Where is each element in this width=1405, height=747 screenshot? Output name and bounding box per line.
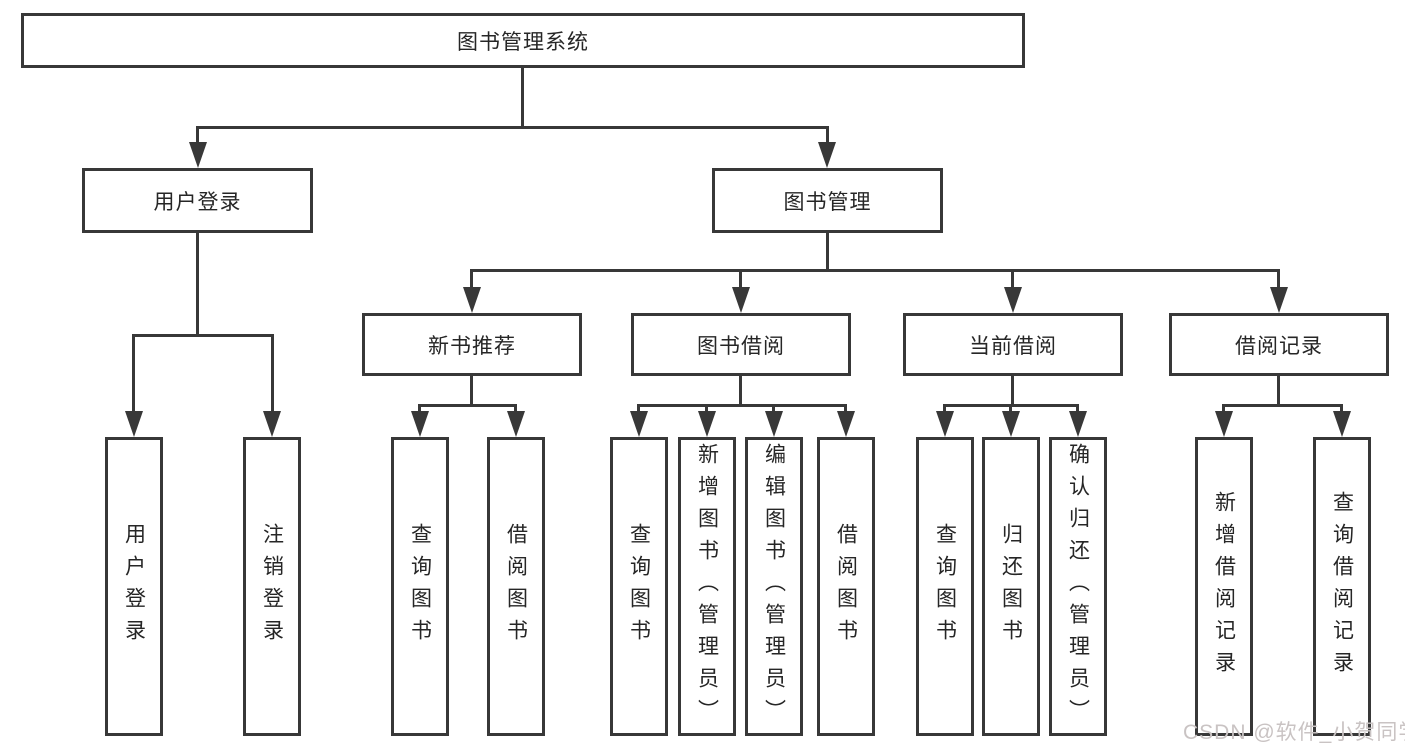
arrow-down-icon [818,142,836,168]
leaf-query-borrow-record-label: 查询借阅记录 [1330,490,1354,683]
arrow-down-icon [507,411,525,437]
node-book-management-label: 图书管理 [783,190,872,214]
arrow-down-icon [698,411,716,437]
arrow-down-icon [263,411,281,437]
connector-book-bus [470,269,1280,272]
leaf-query-borrow-record: 查询借阅记录 [1313,437,1371,736]
connector-drop-leaf [132,334,135,414]
connector-drop-leaf [705,404,708,416]
node-book-management: 图书管理 [712,168,943,233]
csdn-watermark: CSDN @软件_小贺同学 [1183,721,1405,744]
arrow-down-icon [630,411,648,437]
arrow-down-icon [1069,411,1087,437]
arrow-down-icon [411,411,429,437]
connector-g2-stem [470,375,473,406]
connector-drop-leaf [637,404,640,416]
leaf-user-login-label: 用户登录 [122,522,146,651]
node-current-borrow: 当前借阅 [903,313,1123,376]
connector-drop-leaf [943,404,946,416]
arrow-down-icon [837,411,855,437]
connector-root-bus [196,126,829,129]
connector-drop-leaf [844,404,847,416]
connector-drop-leaf [1076,404,1079,416]
connector-root-stem [521,68,524,129]
leaf-add-books-admin: 新增图书（管理员） [678,437,736,736]
leaf-edit-books-admin-label: 编辑图书（管理员） [762,442,786,731]
arrow-down-icon [1333,411,1351,437]
leaf-query-books-3-label: 查询图书 [933,522,957,651]
arrow-down-icon [1004,287,1022,313]
node-book-borrow: 图书借阅 [631,313,851,376]
node-user-login: 用户登录 [82,168,313,233]
leaf-confirm-return-admin: 确认归还（管理员） [1049,437,1107,736]
leaf-add-borrow-record-label: 新增借阅记录 [1212,490,1236,683]
connector-user-bus [132,334,274,337]
connector-drop-level3 [1011,269,1014,291]
connector-drop-leaf [418,404,421,416]
leaf-confirm-return-admin-label: 确认归还（管理员） [1066,442,1090,731]
leaf-borrow-books-2-label: 借阅图书 [834,522,858,651]
connector-g4-stem [1011,375,1014,406]
leaf-return-books: 归还图书 [982,437,1040,736]
connector-drop-leaf [1340,404,1343,416]
connector-g5-bus [1222,404,1343,407]
connector-g2-bus [418,404,517,407]
connector-g3-bus [637,404,847,407]
arrow-down-icon [1002,411,1020,437]
arrow-down-icon [936,411,954,437]
leaf-borrow-books-1-label: 借阅图书 [504,522,528,651]
leaf-query-books-1: 查询图书 [391,437,449,736]
connector-book-stem [826,233,829,272]
node-new-book-recommend-label: 新书推荐 [428,334,516,358]
node-root: 图书管理系统 [21,13,1025,68]
node-book-borrow-label: 图书借阅 [697,334,785,358]
connector-drop-book-mgmt [826,126,829,146]
arrow-down-icon [189,142,207,168]
connector-g5-stem [1277,375,1280,406]
arrow-down-icon [732,287,750,313]
arrow-down-icon [1270,287,1288,313]
leaf-add-books-admin-label: 新增图书（管理员） [695,442,719,731]
node-borrow-records-label: 借阅记录 [1235,334,1323,358]
node-user-login-label: 用户登录 [153,190,242,214]
connector-drop-level3 [739,269,742,291]
node-root-label: 图书管理系统 [457,30,589,54]
leaf-query-books-2-label: 查询图书 [627,522,651,651]
arrow-down-icon [125,411,143,437]
connector-user-stem [196,233,199,337]
connector-drop-leaf [772,404,775,416]
leaf-add-borrow-record: 新增借阅记录 [1195,437,1253,736]
arrow-down-icon [463,287,481,313]
leaf-query-books-1-label: 查询图书 [408,522,432,651]
arrow-down-icon [765,411,783,437]
connector-drop-leaf [514,404,517,416]
connector-drop-leaf [1222,404,1225,416]
leaf-logout: 注销登录 [243,437,301,736]
connector-g3-stem [739,375,742,406]
leaf-borrow-books-1: 借阅图书 [487,437,545,736]
connector-drop-leaf [271,334,274,414]
connector-drop-level3 [1277,269,1280,291]
leaf-logout-label: 注销登录 [260,522,284,651]
leaf-edit-books-admin: 编辑图书（管理员） [745,437,803,736]
leaf-query-books-2: 查询图书 [610,437,668,736]
node-borrow-records: 借阅记录 [1169,313,1389,376]
node-new-book-recommend: 新书推荐 [362,313,582,376]
leaf-borrow-books-2: 借阅图书 [817,437,875,736]
leaf-user-login: 用户登录 [105,437,163,736]
connector-drop-level3 [470,269,473,291]
arrow-down-icon [1215,411,1233,437]
connector-drop-leaf [1009,404,1012,416]
leaf-return-books-label: 归还图书 [999,522,1023,651]
connector-drop-user-login [196,126,199,146]
leaf-query-books-3: 查询图书 [916,437,974,736]
node-current-borrow-label: 当前借阅 [969,334,1057,358]
